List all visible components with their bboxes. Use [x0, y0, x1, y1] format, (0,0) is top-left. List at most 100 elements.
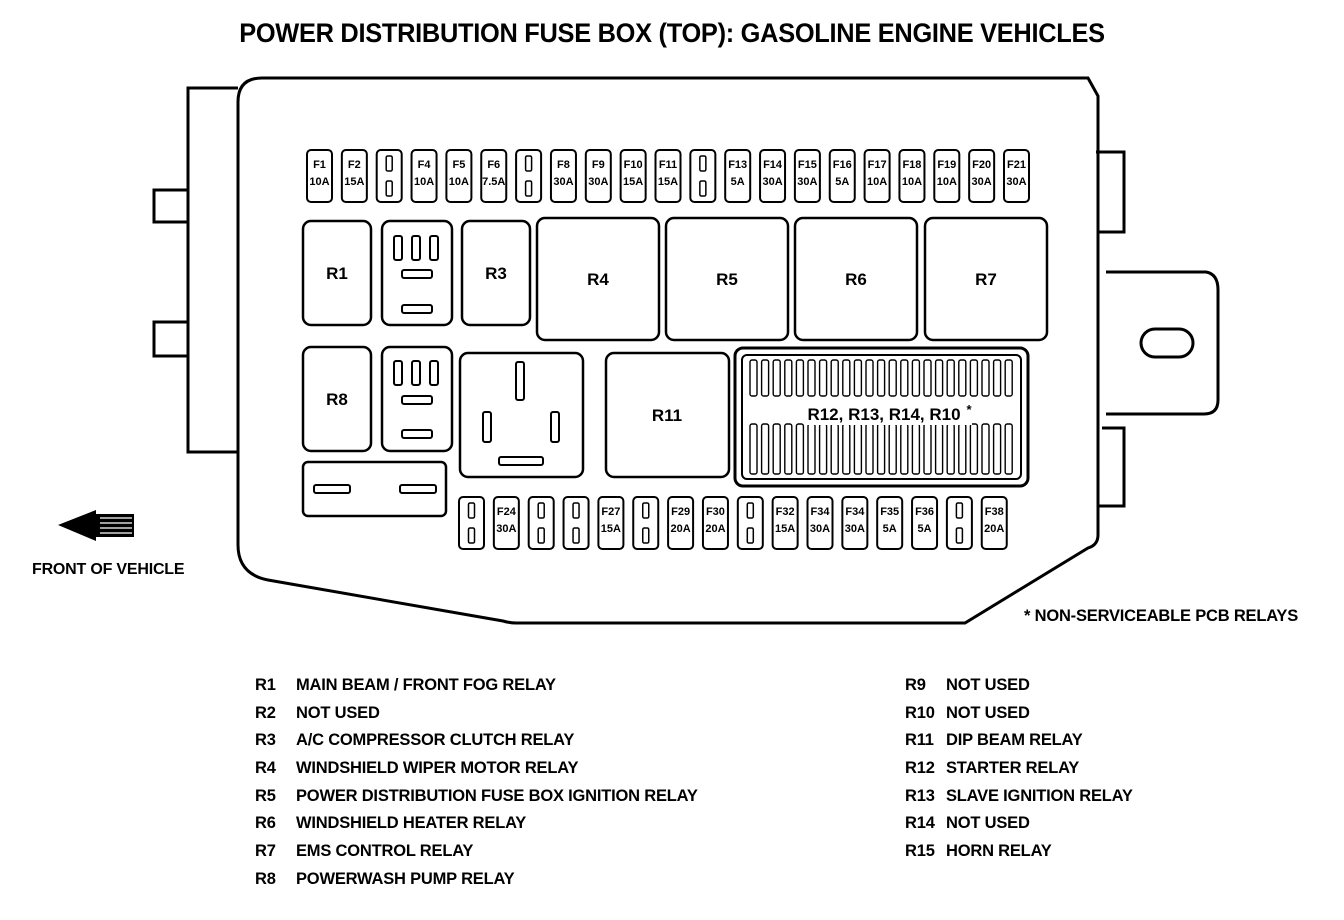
fuse-empty-slot [515, 149, 543, 203]
fuse-amp-label: 20A [705, 523, 725, 535]
fuse-empty-slot [736, 496, 764, 550]
fuse-amp-label: 7.5A [482, 176, 505, 188]
fuse-id-label: F38 [985, 506, 1004, 518]
relay-r4: R4 [535, 216, 661, 342]
pcb-slot [923, 423, 932, 475]
pcb-slot [934, 423, 944, 475]
pcb-block-label: R12, R13, R14, R10 [807, 405, 960, 424]
legend-description: DIP BEAM RELAY [946, 731, 1083, 750]
pcb-slot [853, 423, 863, 475]
legend-row: R5 POWER DISTRIBUTION FUSE BOX IGNITION R… [255, 783, 698, 811]
fuse-id-label: F9 [592, 159, 605, 171]
fuse-amp-label: 20A [671, 523, 691, 535]
pcb-slots [749, 359, 1013, 475]
legend-code: R2 [255, 703, 276, 722]
pcb-slot [749, 359, 758, 397]
fuse-empty-slot [527, 496, 555, 550]
relay-r3-label: R3 [485, 264, 507, 283]
fuse-amp-label: 30A [588, 176, 608, 188]
relay-r5-label: R5 [716, 270, 738, 289]
fuse-amp-label: 30A [845, 523, 865, 535]
fuse-amp-label: 5A [883, 523, 897, 535]
legend-description: NOT USED [946, 814, 1030, 833]
pcb-relay-block: R12, R13, R14, R10 * [733, 346, 1030, 488]
relay-r7-label: R7 [975, 270, 997, 289]
pcb-slot [900, 359, 909, 397]
fuse-id-label: F10 [624, 159, 643, 171]
fuse-id-label: F2 [348, 159, 361, 171]
legend-description: MAIN BEAM / FRONT FOG RELAY [296, 676, 556, 694]
fuse-empty-slot [375, 149, 403, 203]
legend-description: STARTER RELAY [946, 759, 1080, 778]
fuse-id-label: F14 [763, 159, 783, 171]
pcb-slot [946, 423, 955, 475]
fuse-amp-label: 10A [309, 176, 329, 188]
pcb-slot [772, 359, 781, 397]
legend-code: R11 [905, 731, 934, 750]
relay-r2-socket [380, 219, 454, 327]
fuse-id-label: F34 [811, 506, 831, 518]
housing-left-clip-upper [152, 188, 188, 224]
pcb-slot [853, 359, 863, 397]
relay-r4-label: R4 [587, 270, 609, 289]
fuse-id-label: F36 [915, 506, 934, 518]
fuse-amp-label: 30A [553, 176, 573, 188]
fuse-id-label: F16 [833, 159, 852, 171]
fuse-id-label: F11 [659, 159, 677, 171]
legend-description: NOT USED [946, 703, 1030, 722]
fuse-id-label: F29 [671, 506, 690, 518]
pcb-slot [992, 423, 1002, 475]
fuse-id-label: F27 [601, 506, 620, 518]
pcb-slot [865, 423, 874, 475]
pcb-slot [969, 423, 979, 475]
pcb-slot [992, 359, 1002, 397]
fuse-amp-label: 30A [1006, 176, 1026, 188]
legend-code: R3 [255, 731, 276, 750]
legend-code: R5 [255, 786, 276, 805]
legend-description: POWER DISTRIBUTION FUSE BOX IGNITION REL… [296, 786, 698, 805]
fuse-amp-label: 10A [937, 176, 957, 188]
fuse-amp-label: 5A [918, 523, 932, 535]
legend-description: WINDSHIELD WIPER MOTOR RELAY [296, 759, 579, 778]
legend-code: R13 [905, 786, 935, 805]
fuse-amp-label: 10A [902, 176, 922, 188]
legend-code: R6 [255, 814, 276, 833]
pcb-slot [876, 423, 886, 475]
legend-description: POWERWASH PUMP RELAY [296, 869, 515, 888]
legend-code: R10 [905, 703, 935, 722]
legend-code: R12 [905, 759, 935, 778]
pcb-slot [946, 359, 955, 397]
relay-r7: R7 [923, 216, 1049, 342]
legend-row: R11 DIP BEAM RELAY [905, 727, 1133, 755]
fuse-amp-label: 15A [775, 523, 795, 535]
fuse-id-label: F17 [868, 159, 887, 171]
pcb-slot [772, 423, 781, 475]
legend-code: R9 [905, 676, 926, 694]
bottom-fuse-row: F2430AF2715AF2920AF3020AF3215AF3430AF343… [458, 496, 1008, 550]
pcb-slot [981, 359, 990, 397]
mounting-slot [1139, 327, 1195, 359]
fuse-amp-label: 30A [972, 176, 992, 188]
relay-r8-label: R8 [326, 390, 348, 409]
pcb-slot [807, 423, 816, 475]
fuse-empty-slot [689, 149, 717, 203]
pcb-slot [749, 423, 758, 475]
relay-r11-label: R11 [652, 406, 682, 425]
